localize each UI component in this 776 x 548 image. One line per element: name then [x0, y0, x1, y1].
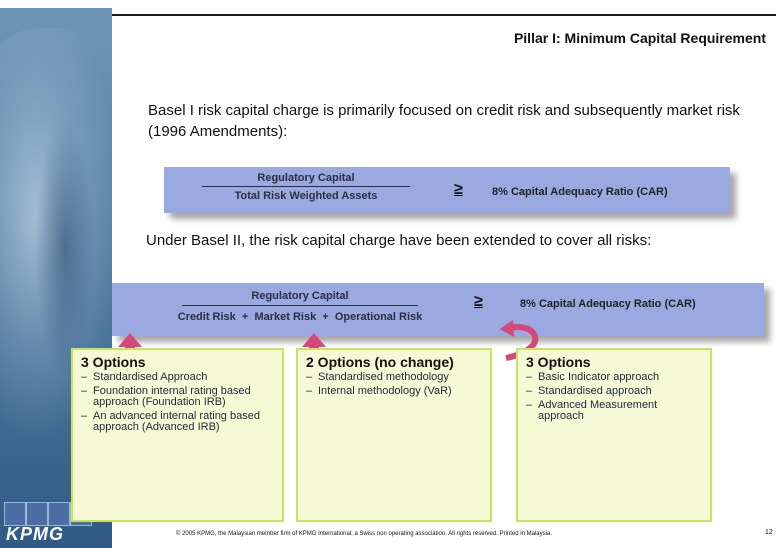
copyright-footer: © 2005 KPMG, the Malaysian member firm o… — [176, 531, 552, 537]
top-band — [0, 0, 776, 8]
brand-square — [4, 502, 26, 526]
greater-equal-symbol: ≥ — [474, 293, 483, 310]
options-heading: 3 Options — [81, 354, 146, 370]
page-title: Pillar I: Minimum Capital Requirement — [513, 30, 766, 46]
options-heading: 3 Options — [526, 354, 591, 370]
numerator: Regulatory Capital — [257, 172, 355, 184]
brand-square — [26, 502, 48, 526]
list-item: Basic Indicator approach — [526, 372, 706, 384]
basel-ii-fraction: Regulatory Capital Credit Risk + Market … — [142, 290, 458, 323]
options-heading: 2 Options (no change) — [306, 354, 454, 370]
options-list: Basic Indicator approach Standardised ap… — [518, 372, 710, 422]
denominator: Credit Risk + Market Risk + Operational … — [177, 311, 423, 323]
car-ratio: 8% Capital Adequacy Ratio (CAR) — [520, 298, 696, 310]
fraction-line — [182, 305, 418, 306]
greater-equal-symbol: ≥ — [454, 181, 463, 198]
denominator: Total Risk Weighted Assets — [234, 190, 378, 202]
page-number: 12 — [765, 529, 773, 536]
list-item: An advanced internal rating based approa… — [81, 411, 278, 433]
header-rule — [110, 14, 776, 16]
basel-ii-formula-bar: Regulatory Capital Credit Risk + Market … — [112, 283, 764, 336]
photo-shadow — [35, 118, 95, 378]
options-list: Standardised Approach Foundation interna… — [73, 372, 282, 433]
market-risk-options-box: 2 Options (no change) Standardised metho… — [296, 348, 492, 522]
basel-i-fraction: Regulatory Capital Total Risk Weighted A… — [202, 172, 410, 202]
list-item: Standardised methodology — [306, 372, 486, 384]
brand-square — [48, 502, 70, 526]
kpmg-logo: KPMG — [6, 524, 64, 544]
credit-risk-options-box: 3 Options Standardised Approach Foundati… — [71, 348, 284, 522]
car-ratio: 8% Capital Adequacy Ratio (CAR) — [492, 186, 668, 198]
up-arrow-icon — [302, 333, 326, 358]
up-arrow-icon — [118, 333, 142, 358]
list-item: Standardised Approach — [81, 372, 278, 384]
intro-paragraph: Basel I risk capital charge is primarily… — [148, 102, 740, 140]
decorative-photo-panel — [0, 8, 112, 548]
basel-i-formula-bar: Regulatory Capital Total Risk Weighted A… — [164, 167, 730, 213]
numerator: Regulatory Capital — [251, 290, 349, 302]
list-item: Standardised approach — [526, 386, 706, 398]
operational-risk-options-box: 3 Options Basic Indicator approach Stand… — [516, 348, 712, 522]
fraction-line — [202, 186, 410, 187]
list-item: Advanced Measurement approach — [526, 400, 706, 422]
basel-ii-intro: Under Basel II, the risk capital charge … — [146, 232, 652, 249]
list-item: Internal methodology (VaR) — [306, 386, 486, 398]
list-item: Foundation internal rating based approac… — [81, 386, 278, 408]
options-list: Standardised methodology Internal method… — [298, 372, 490, 398]
